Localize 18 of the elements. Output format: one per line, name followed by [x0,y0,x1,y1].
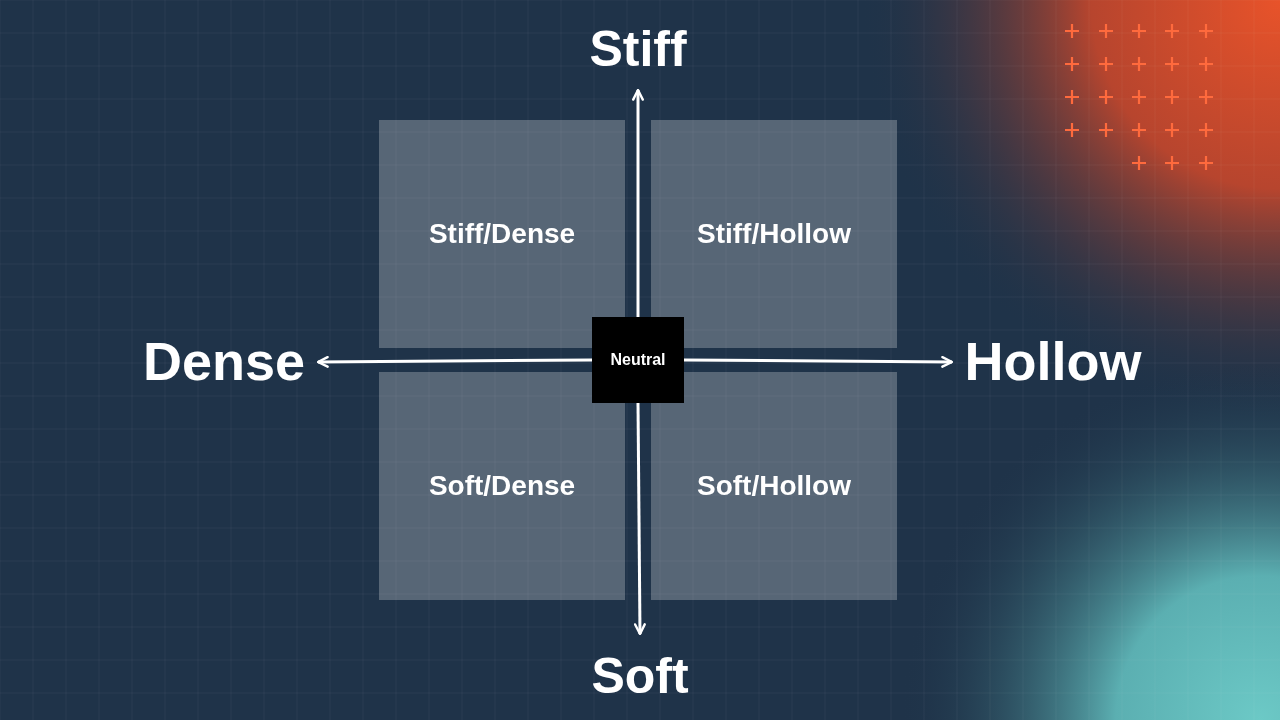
axis-arrow [632,88,644,317]
quadrant-label: Stiff/Hollow [697,218,851,250]
axis-arrow [684,355,954,368]
quadrant-box [651,120,897,348]
axis-label: Hollow [964,332,1142,392]
quadrant-label: Neutral [610,351,666,369]
axis-arrow [316,355,592,368]
quadrant-box [379,120,625,348]
quadrant-box [651,372,897,600]
quadrant-label: Stiff/Dense [428,218,576,250]
axis-label: Dense [142,332,306,392]
axis-label: Soft [591,649,689,704]
quadrant-label: Soft/Dense [428,470,576,502]
quadrant-label: Soft/Hollow [697,470,851,502]
axis-arrow [633,403,646,636]
quadrant-box [379,372,625,600]
axis-label: Stiff [589,22,687,77]
neutral-box [592,317,684,403]
